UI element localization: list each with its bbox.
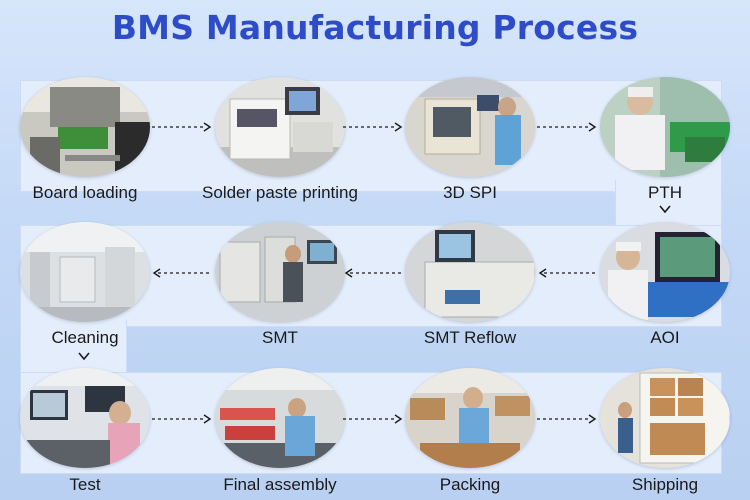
step-packing: Packing: [405, 368, 535, 494]
step-label: Board loading: [32, 183, 138, 202]
step-pth: PTH: [600, 77, 730, 202]
step-shipping: Shipping: [600, 368, 730, 494]
step-label: 3D SPI: [443, 183, 497, 202]
arrow-left-icon: [344, 268, 406, 278]
aoi-photo: [600, 222, 730, 322]
step-board-loading: Board loading: [20, 77, 150, 202]
packing-photo: [405, 368, 535, 468]
smt-reflow-photo: [405, 222, 535, 322]
step-label: SMT Reflow: [423, 328, 517, 347]
step-label: PTH: [648, 183, 682, 202]
step-label: AOI: [650, 328, 680, 347]
step-solder-paste-printing: Solder paste printing: [202, 77, 358, 202]
page-title: BMS Manufacturing Process: [111, 8, 639, 47]
arrow-right-icon: [152, 122, 214, 132]
arrow-left-icon: [152, 268, 214, 278]
step-label: Final assembly: [223, 475, 337, 494]
final-assembly-photo: [215, 368, 345, 468]
step-smt-reflow: SMT Reflow: [405, 222, 535, 347]
cleaning-photo: [20, 222, 150, 322]
arrow-right-icon: [152, 414, 214, 424]
arrow-down-icon: [78, 349, 90, 367]
step-label: Test: [69, 475, 101, 494]
step-label: SMT: [262, 328, 298, 347]
step-label: Solder paste printing: [202, 183, 358, 202]
test-photo: [20, 368, 150, 468]
solder-printer-photo: [215, 77, 345, 177]
board-loading-photo: [20, 77, 150, 177]
smt-photo: [215, 222, 345, 322]
step-label: Shipping: [631, 475, 699, 494]
step-cleaning: Cleaning: [20, 222, 150, 347]
arrow-right-icon: [343, 122, 405, 132]
shipping-photo: [600, 368, 730, 468]
arrow-right-icon: [537, 122, 599, 132]
arrow-left-icon: [538, 268, 600, 278]
3d-spi-photo: [405, 77, 535, 177]
step-label: Packing: [439, 475, 501, 494]
step-final-assembly: Final assembly: [215, 368, 345, 494]
step-aoi: AOI: [600, 222, 730, 347]
arrow-right-icon: [343, 414, 405, 424]
step-smt: SMT: [215, 222, 345, 347]
step-test: Test: [20, 368, 150, 494]
arrow-down-icon: [659, 202, 671, 220]
step-label: Cleaning: [51, 328, 119, 347]
pth-photo: [600, 77, 730, 177]
arrow-right-icon: [537, 414, 599, 424]
step-3d-spi: 3D SPI: [405, 77, 535, 202]
